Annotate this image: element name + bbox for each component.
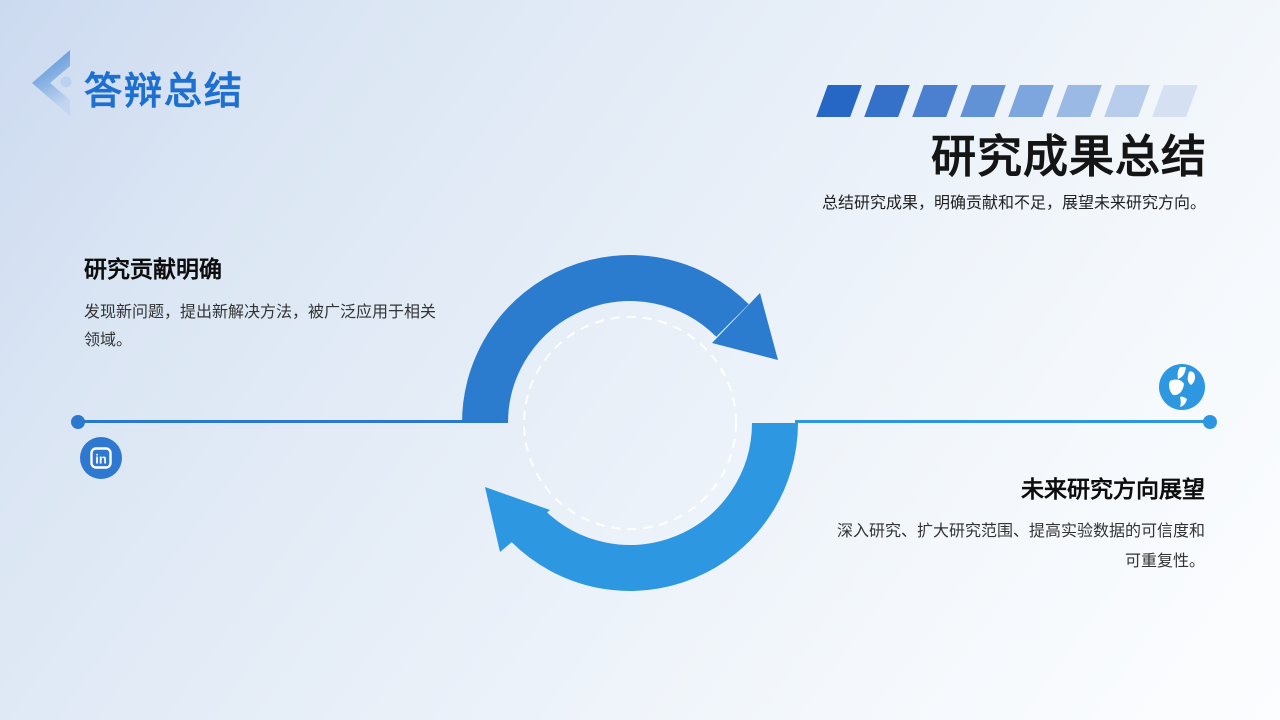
stripes <box>816 85 1198 117</box>
left-item-heading: 研究贡献明确 <box>84 256 222 282</box>
cycle-arrowhead-bottom <box>485 487 550 552</box>
chevron-dot <box>60 76 72 88</box>
stripe <box>1152 85 1198 117</box>
section-title: 答辩总结 <box>84 71 245 113</box>
globe-icon <box>1159 364 1205 410</box>
cycle-arrowhead-top <box>712 293 778 360</box>
right-connector-line <box>795 420 1210 423</box>
left-connector-line <box>78 420 502 423</box>
right-connector-dot <box>1203 415 1217 429</box>
cycle-arc-top <box>462 255 749 424</box>
page-subtitle: 总结研究成果，明确贡献和不足，展望未来研究方向。 <box>821 195 1206 212</box>
left-connector-dot <box>71 415 85 429</box>
stripe <box>816 85 862 117</box>
left-item-body: 发现新问题，提出新解决方法，被广泛应用于相关领域。 <box>84 304 437 349</box>
linkedin-icon: in <box>80 437 122 479</box>
dashed-circle <box>523 316 737 530</box>
svg-text:in: in <box>95 452 107 467</box>
stripe <box>864 85 910 117</box>
cycle-arc-bottom <box>511 422 798 591</box>
left-item: 研究贡献明确 发现新问题，提出新解决方法，被广泛应用于相关领域。 <box>84 250 438 355</box>
right-item-heading: 未来研究方向展望 <box>1021 476 1205 502</box>
stripe <box>1008 85 1054 117</box>
cycle-arrows-diagram <box>462 255 798 591</box>
stripe <box>912 85 958 117</box>
page-title: 研究成果总结 <box>930 131 1207 182</box>
stripe <box>1056 85 1102 117</box>
right-item: 未来研究方向展望 深入研究、扩大研究范围、提高实验数据的可信度和可重复性。 <box>833 470 1205 577</box>
chevron-left-icon <box>32 50 72 116</box>
stripe <box>1104 85 1150 117</box>
stripe <box>960 85 1006 117</box>
right-item-body: 深入研究、扩大研究范围、提高实验数据的可信度和可重复性。 <box>836 523 1205 570</box>
